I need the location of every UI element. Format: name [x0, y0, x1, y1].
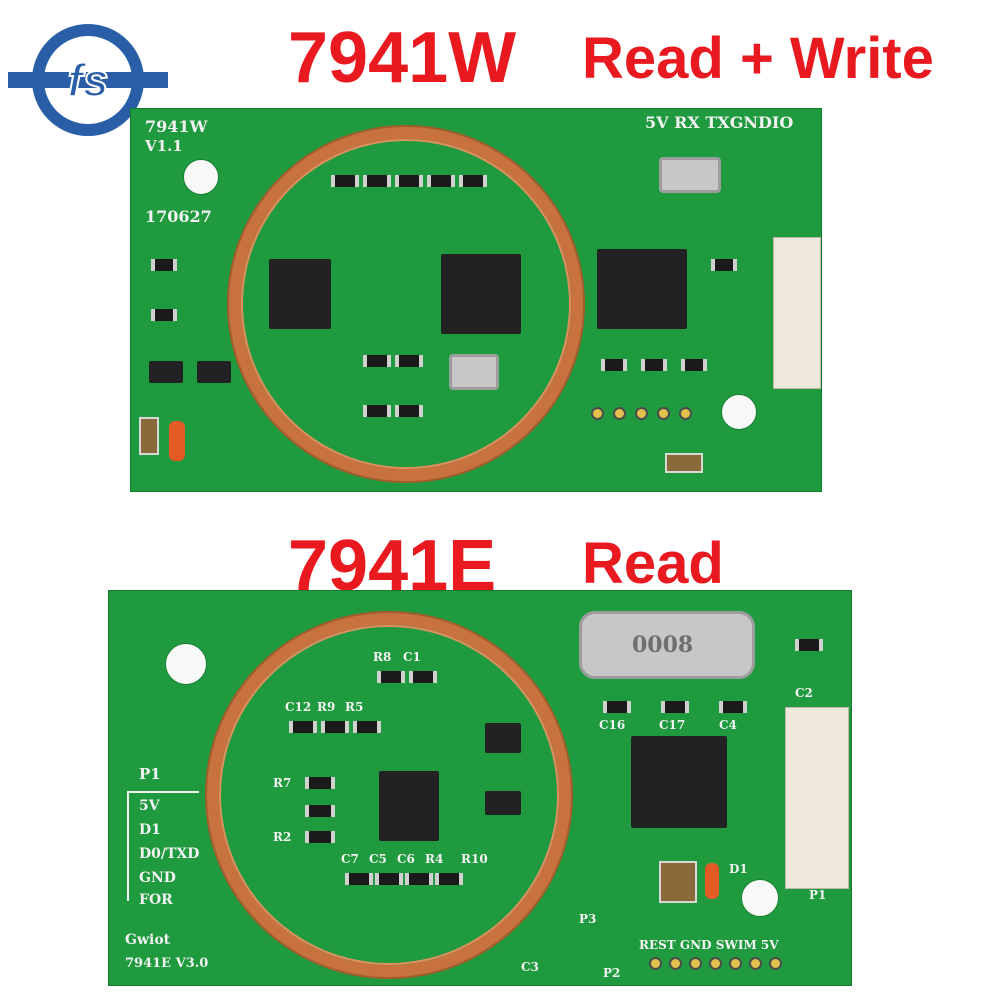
- silk-ref-p2: P2: [603, 966, 621, 980]
- ic-chip: [597, 249, 687, 329]
- resistor: [395, 405, 423, 417]
- silk-ref-p1: P1: [809, 888, 827, 902]
- resistor: [363, 405, 391, 417]
- resistor: [363, 175, 391, 187]
- ic-chip: [269, 259, 331, 329]
- pin-label-5v: 5V: [139, 798, 160, 814]
- capacitor: [659, 861, 697, 903]
- silk-ref-r9: R9: [317, 700, 336, 714]
- top-header-pin-labels: 5V RX TXGNDIO: [645, 113, 794, 132]
- brand-logo: fs: [8, 20, 168, 140]
- crystal: [659, 157, 721, 193]
- silk-ref-c1: C1: [403, 650, 421, 664]
- silk-ref-c16: C16: [599, 718, 626, 732]
- resistor: [795, 639, 823, 651]
- resistor: [353, 721, 381, 733]
- silk-ref-r4: R4: [425, 852, 444, 866]
- resistor: [395, 355, 423, 367]
- transistor: [485, 791, 521, 815]
- silk-ref-r8: R8: [373, 650, 392, 664]
- pin-label-for: FOR: [139, 892, 173, 908]
- top-model-heading: 7941W: [288, 18, 517, 98]
- silk-prog-header: REST GND SWIM 5V: [639, 938, 779, 952]
- pin-label-d1: D1: [139, 822, 161, 838]
- transistor: [197, 361, 231, 383]
- top-silk-date: 170627: [145, 207, 212, 226]
- mounting-hole: [183, 159, 219, 195]
- resistor: [321, 721, 349, 733]
- resistor: [151, 309, 177, 321]
- silk-brand: Gwiot: [125, 932, 171, 948]
- logo-text: fs: [68, 54, 109, 106]
- resistor: [305, 777, 335, 789]
- silk-ref-c6: C6: [397, 852, 415, 866]
- crystal-marking: 0008: [632, 632, 694, 658]
- mounting-hole: [165, 643, 207, 685]
- jst-connector: [773, 237, 821, 389]
- silk-ref-c12: C12: [285, 700, 312, 714]
- resistor: [601, 359, 627, 371]
- resistor: [151, 259, 177, 271]
- silk-ref-r2: R2: [273, 830, 292, 844]
- pin-label-gnd: GND: [139, 870, 176, 886]
- resistor: [641, 359, 667, 371]
- ic-chip: [441, 254, 521, 334]
- resistor: [603, 701, 631, 713]
- silk-ref-c4: C4: [719, 718, 737, 732]
- top-silk-model: 7941W: [145, 117, 208, 136]
- transistor: [485, 723, 521, 753]
- silk-ref-c3: C3: [521, 960, 539, 974]
- silk-ref-c7: C7: [341, 852, 359, 866]
- mounting-hole: [741, 879, 779, 917]
- top-function-heading: Read + Write: [582, 26, 934, 91]
- top-silk-version: V1.1: [145, 137, 183, 155]
- resistor: [305, 805, 335, 817]
- resistor: [661, 701, 689, 713]
- resistor: [719, 701, 747, 713]
- prog-header-pads: [649, 957, 809, 971]
- capacitor: [665, 453, 703, 473]
- top-board: 7941W V1.1 170627 5V RX TXGNDIO: [130, 108, 822, 492]
- bottom-board: 0008 P1 5V D1 D0/TXD GND FOR Gwiot 7941E…: [108, 590, 852, 986]
- crystal: [449, 354, 499, 390]
- crystal-oscillator: 0008: [579, 611, 755, 679]
- resistor: [435, 873, 463, 885]
- pin-label-bracket: [127, 791, 199, 901]
- silk-p1: P1: [139, 765, 161, 783]
- silk-ref-c5: C5: [369, 852, 387, 866]
- mounting-hole: [721, 394, 757, 430]
- silk-ref-r10: R10: [461, 852, 488, 866]
- header-pads: [591, 407, 711, 421]
- mcu-chip: [631, 736, 727, 828]
- diode: [169, 421, 185, 461]
- resistor: [459, 175, 487, 187]
- silk-ref-r5: R5: [345, 700, 364, 714]
- silk-ref-p3: P3: [579, 912, 597, 926]
- silk-ref-r7: R7: [273, 776, 292, 790]
- resistor: [375, 873, 403, 885]
- silk-model-version: 7941E V3.0: [125, 956, 209, 971]
- resistor: [681, 359, 707, 371]
- resistor: [345, 873, 373, 885]
- capacitor: [139, 417, 159, 455]
- resistor: [331, 175, 359, 187]
- jst-connector: [785, 707, 849, 889]
- resistor: [377, 671, 405, 683]
- resistor: [289, 721, 317, 733]
- transistor: [149, 361, 183, 383]
- resistor: [711, 259, 737, 271]
- silk-ref-d1: D1: [729, 862, 748, 876]
- resistor: [305, 831, 335, 843]
- resistor: [409, 671, 437, 683]
- diode: [705, 863, 719, 899]
- bottom-function-heading: Read: [582, 531, 724, 596]
- resistor: [405, 873, 433, 885]
- resistor: [363, 355, 391, 367]
- pin-label-d0-txd: D0/TXD: [139, 846, 200, 862]
- ic-chip: [379, 771, 439, 841]
- resistor: [427, 175, 455, 187]
- silk-ref-c2: C2: [795, 686, 813, 700]
- resistor: [395, 175, 423, 187]
- silk-ref-c17: C17: [659, 718, 686, 732]
